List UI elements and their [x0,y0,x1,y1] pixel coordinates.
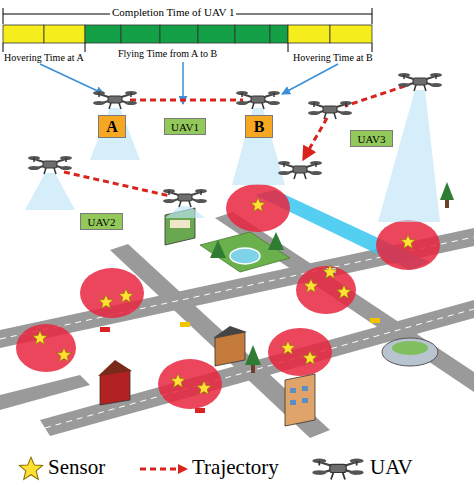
sensors [33,198,415,395]
point-box: B [245,115,273,138]
roads [0,212,474,438]
phase-label: Hovering Time at B [291,52,375,63]
beams [25,90,440,222]
node-text: UAV3 [358,133,386,145]
legend-text: Sensor [48,455,105,480]
node-text: UAV2 [88,216,116,228]
node-text: UAV1 [171,121,199,133]
uav-label: UAV1 [164,118,206,135]
trajectories [64,86,405,196]
uav-label: UAV2 [80,213,123,230]
coverage-areas [16,184,440,409]
timeline-bar [3,25,372,43]
node-text: B [254,118,265,136]
point-box: A [98,115,126,138]
uavs [28,73,442,207]
legend-text: Trajectory [192,455,279,480]
phase-label: Hovering Time at A [2,52,86,63]
bracket-label: Completion Time of UAV 1 [110,6,236,18]
uav-label: UAV3 [350,130,393,147]
node-text: A [106,118,118,136]
vehicles [100,268,380,413]
pointer-arrows [40,62,338,104]
legend-text: UAV [370,455,413,480]
phase-label: Flying Time from A to B [116,48,219,59]
